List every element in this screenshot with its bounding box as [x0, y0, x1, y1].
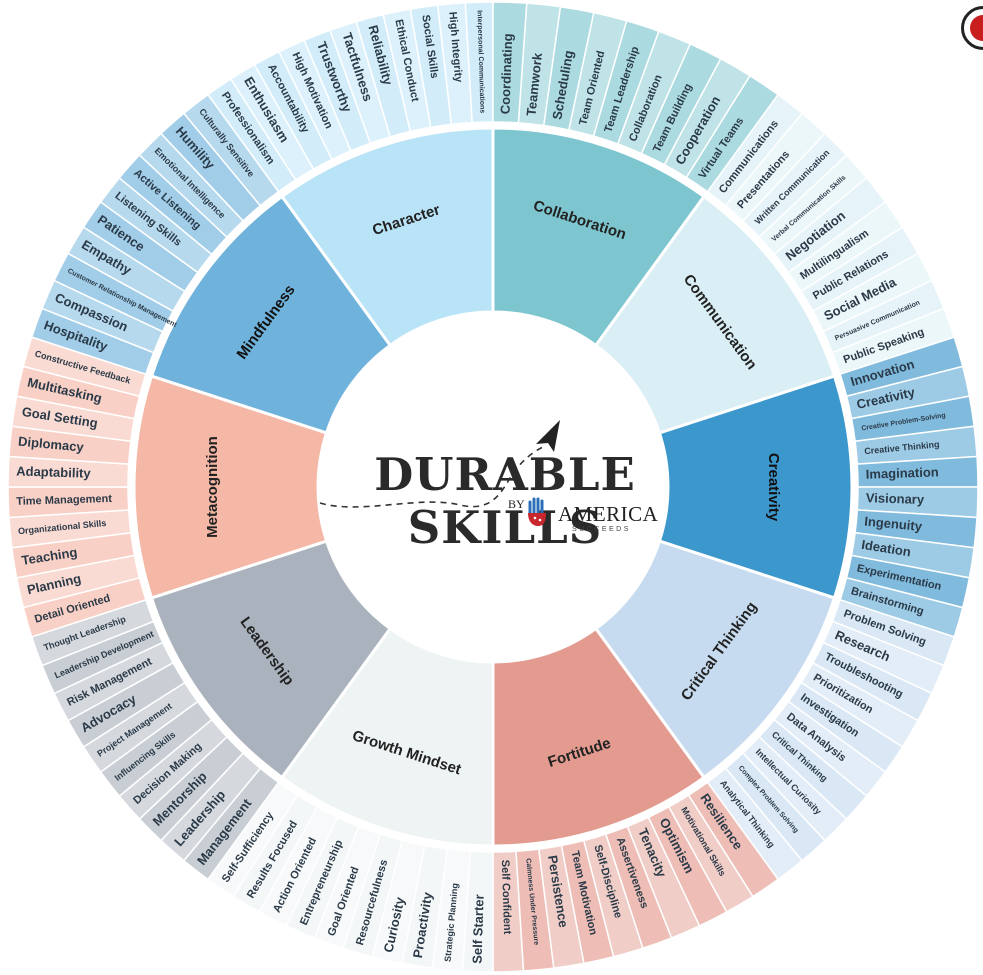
skill-strategic-planning: Strategic Planning — [431, 848, 471, 972]
skill-creativity: Creativity — [845, 365, 971, 420]
skill-high-integrity: High Integrity — [436, 1, 473, 126]
skill-self-starter: Self Starter — [461, 850, 494, 973]
skill-label: Self Confident — [499, 860, 513, 935]
category-communication: Communication — [593, 194, 837, 435]
category-segment — [657, 374, 854, 600]
category-leadership: Leadership — [149, 539, 393, 780]
skill-organizational-skills: Organizational Skills — [8, 509, 132, 549]
category-segment — [491, 626, 707, 848]
category-label: Metacognition — [204, 436, 221, 538]
skill-label: Adaptability — [16, 463, 92, 480]
category-character: Character — [279, 126, 495, 348]
skill-ingenuity: Ingenuity — [854, 509, 978, 549]
category-growth-mindset: Growth Mindset — [279, 626, 495, 848]
skill-calmness-under-pressure: Calmness Under Pressure — [515, 848, 555, 972]
category-metacognition: Metacognition — [132, 374, 329, 600]
category-creativity: Creativity — [657, 374, 854, 600]
center-brand: AMERICA — [558, 502, 659, 526]
category-segment — [491, 126, 707, 348]
skill-visionary: Visionary — [856, 486, 979, 519]
category-segment — [149, 539, 393, 780]
skill-label: Time Management — [16, 493, 112, 508]
skill-label: Coordinating — [497, 33, 515, 114]
category-segment — [132, 374, 329, 600]
center-by-label: BY — [508, 497, 525, 511]
category-segment — [279, 126, 495, 348]
skill-scheduling: Scheduling — [542, 5, 595, 131]
category-critical-thinking: Critical Thinking — [593, 539, 837, 780]
skill-proactivity: Proactivity — [401, 844, 449, 970]
skill-diplomacy: Diplomacy — [8, 425, 132, 465]
skill-coordinating: Coordinating — [492, 1, 528, 124]
skill-label: Interpersonal Communications — [476, 10, 486, 113]
circle-logo-icon[interactable] — [961, 0, 983, 52]
skill-resourcefulness: Resourcefulness — [342, 833, 404, 958]
skill-ray — [182, 93, 280, 207]
category-segment — [593, 539, 837, 780]
skill-ideation: Ideation — [850, 531, 976, 579]
category-mindfulness: Mindfulness — [149, 194, 393, 435]
category-collaboration: Collaboration — [491, 126, 707, 348]
skill-planning: Planning — [15, 554, 141, 609]
skill-label: Visionary — [866, 490, 926, 507]
skill-label: Diplomacy — [18, 434, 86, 455]
skill-label: Self Starter — [469, 894, 486, 964]
center-title: DURABLE SKILLS — [374, 448, 636, 554]
center-brand-sub: SUCCEEDS — [572, 526, 631, 533]
skill-adaptability: Adaptability — [7, 455, 130, 488]
skill-label: Imagination — [866, 464, 939, 481]
skill-label: Ingenuity — [864, 514, 924, 534]
category-segment — [593, 194, 837, 435]
skill-imagination: Imagination — [856, 455, 979, 488]
category-segment — [149, 194, 393, 435]
category-label: Creativity — [765, 453, 782, 522]
center-disc — [320, 314, 666, 660]
skill-goal-setting: Goal Setting — [10, 395, 136, 443]
skill-teamwork: Teamwork — [517, 2, 562, 127]
skill-virtual-teams: Virtual Teams — [685, 74, 780, 193]
category-segment — [279, 626, 495, 848]
skill-self-confident: Self Confident — [492, 850, 525, 973]
hand-flag-icon — [528, 497, 546, 526]
category-fortitude: Fortitude — [491, 626, 707, 848]
skill-label: Teamwork — [523, 51, 545, 116]
